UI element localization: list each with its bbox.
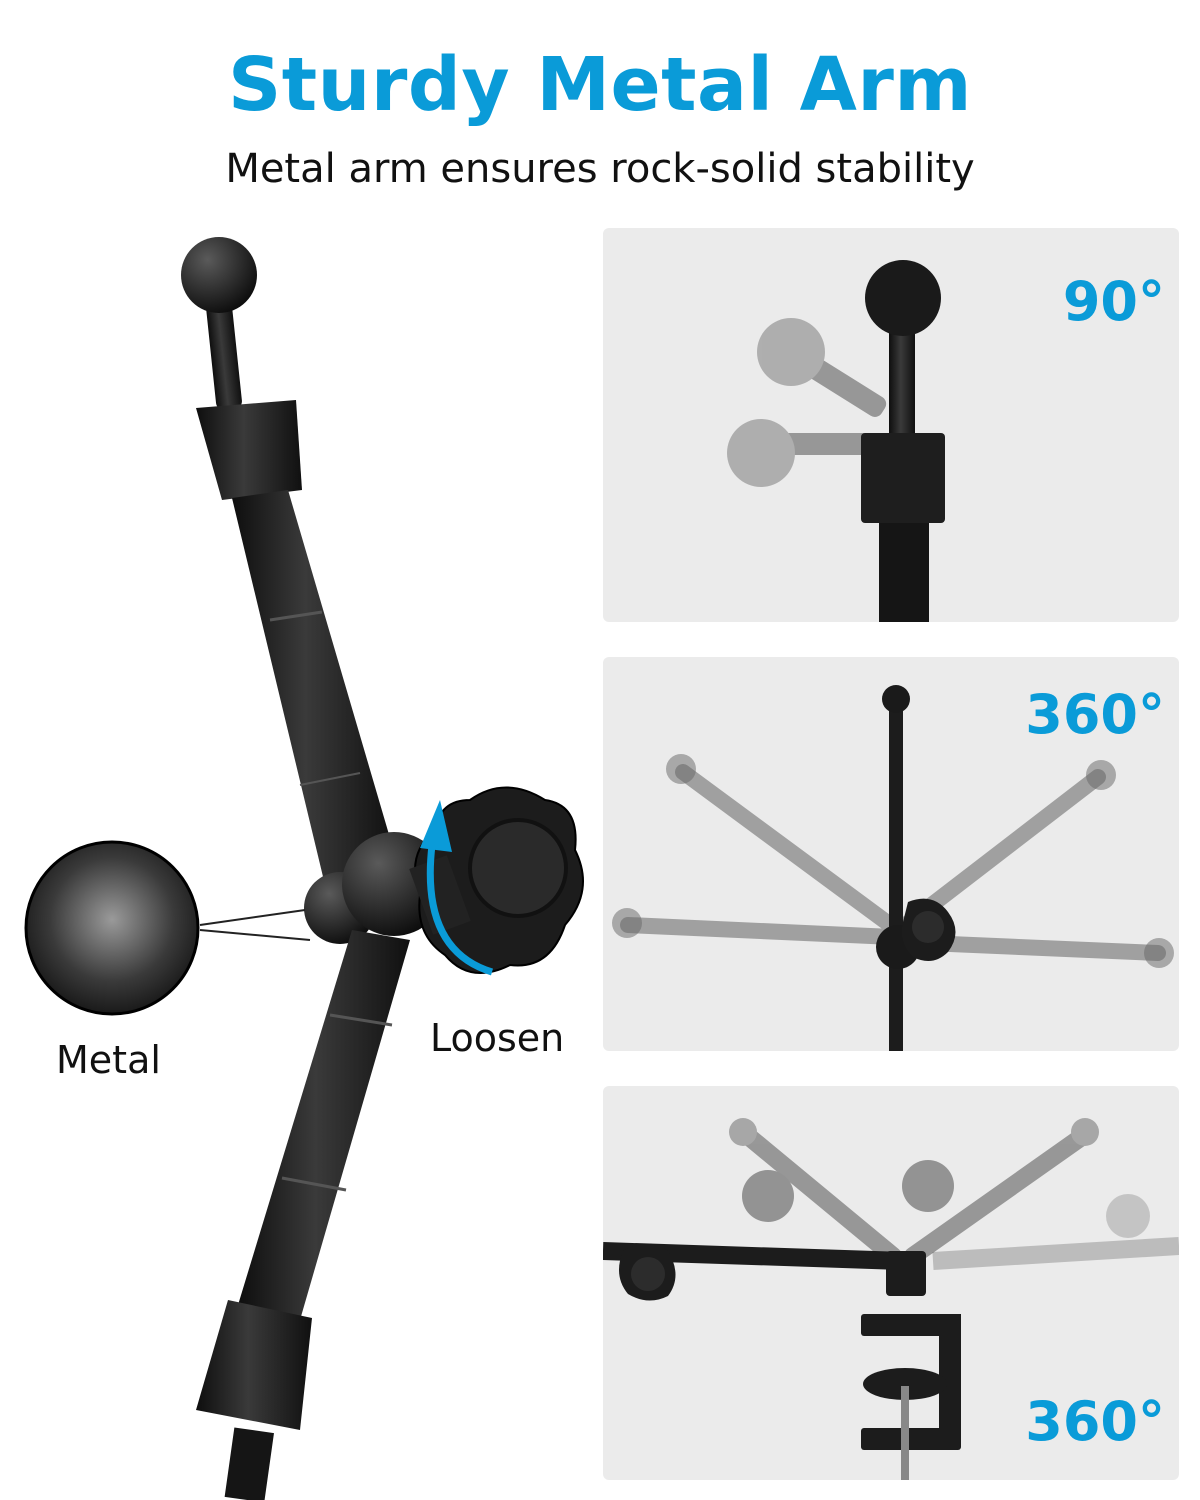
angle-label-90: 90° — [1062, 270, 1165, 333]
ball-head-icon — [181, 237, 257, 411]
rotate-arrow-icon — [420, 800, 494, 976]
clamp-icon — [861, 1314, 961, 1480]
panel-90-degree: 90° — [603, 228, 1179, 622]
knob-icon — [409, 786, 584, 974]
page-subtitle: Metal arm ensures rock-solid stability — [225, 146, 975, 192]
page-title: Sturdy Metal Arm — [228, 42, 972, 128]
loosen-label: Loosen — [430, 1016, 565, 1060]
angle-label-360-bottom: 360° — [1025, 1390, 1165, 1453]
angle-label-360-top: 360° — [1025, 683, 1165, 746]
panel-360-degree-rotation: 360° — [603, 657, 1179, 1051]
hero-arm-illustration — [0, 230, 600, 1500]
metal-label: Metal — [56, 1038, 161, 1082]
panel-360-degree-clamp: 360° — [603, 1086, 1179, 1480]
metal-texture-callout — [24, 840, 311, 1016]
